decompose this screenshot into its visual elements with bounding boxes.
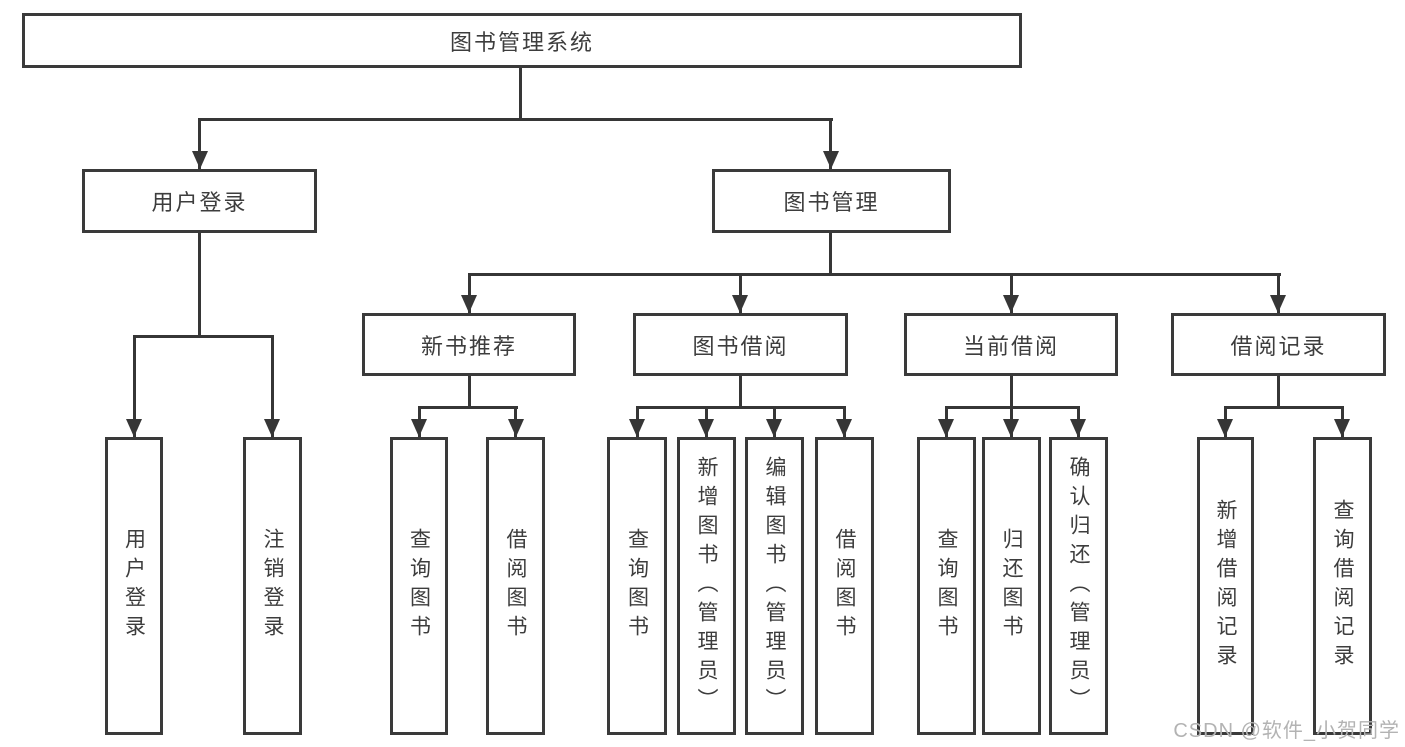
arrowhead-down <box>629 419 645 437</box>
leaf-current-confirm-return-admin: 确认归还（管理员） <box>1049 437 1108 735</box>
node-label: 用户登录 <box>122 528 146 644</box>
node-label: 用户登录 <box>151 190 248 215</box>
leaf-newbook-borrow-books: 借阅图书 <box>486 437 545 735</box>
node-label: 确认归还（管理员） <box>1067 455 1090 717</box>
node-label: 新增图书（管理员） <box>695 455 718 717</box>
csdn-watermark: CSDN @软件_小贺同学 <box>1173 720 1400 742</box>
connector-line <box>1224 406 1344 409</box>
leaf-newbook-query-books: 查询图书 <box>390 437 448 735</box>
node-borrow-record: 借阅记录 <box>1171 313 1386 376</box>
arrowhead-down <box>1217 419 1233 437</box>
arrowhead-down <box>1003 419 1019 437</box>
node-new-book-recommend: 新书推荐 <box>362 313 576 376</box>
node-label: 借阅图书 <box>504 528 527 644</box>
node-label: 注销登录 <box>261 528 284 644</box>
connector-line <box>271 335 274 437</box>
node-label: 编辑图书（管理员） <box>763 455 786 717</box>
leaf-record-add-borrow-record: 新增借阅记录 <box>1197 437 1254 735</box>
arrowhead-down <box>938 419 954 437</box>
connector-line <box>1277 376 1280 409</box>
connector-line <box>468 273 471 313</box>
arrowhead-down <box>411 419 427 437</box>
leaf-borrow-query-books: 查询图书 <box>607 437 667 735</box>
node-label: 当前借阅 <box>962 333 1059 359</box>
connector-line <box>133 335 274 338</box>
arrowhead-down <box>461 295 477 313</box>
node-label: 查询图书 <box>625 528 649 644</box>
connector-line <box>133 335 136 437</box>
node-book-borrow: 图书借阅 <box>633 313 848 376</box>
arrowhead-down <box>508 419 524 437</box>
node-label: 借阅记录 <box>1230 333 1327 359</box>
leaf-current-return-books: 归还图书 <box>982 437 1041 735</box>
arrowhead-down <box>1003 295 1019 313</box>
node-book-management: 图书管理 <box>712 169 951 233</box>
arrowhead-down <box>126 419 142 437</box>
leaf-record-query-borrow-record: 查询借阅记录 <box>1313 437 1372 735</box>
node-label: 图书管理系统 <box>449 29 594 55</box>
arrowhead-down <box>192 151 208 169</box>
connector-line <box>198 118 833 121</box>
node-label: 归还图书 <box>1000 528 1023 644</box>
leaf-logout: 注销登录 <box>243 437 302 735</box>
arrowhead-down <box>766 419 782 437</box>
node-label: 查询图书 <box>935 528 958 644</box>
connector-line <box>739 376 742 409</box>
connector-line <box>1277 273 1280 313</box>
node-label: 借阅图书 <box>833 528 856 644</box>
arrowhead-down <box>823 151 839 169</box>
connector-line <box>198 233 201 338</box>
connector-line <box>1010 273 1013 313</box>
connector-line <box>1010 376 1013 409</box>
connector-line <box>636 406 846 409</box>
node-label: 图书管理 <box>783 190 880 215</box>
arrowhead-down <box>264 419 280 437</box>
node-user-login: 用户登录 <box>82 169 317 233</box>
connector-line <box>519 68 522 121</box>
arrowhead-down <box>732 295 748 313</box>
leaf-borrow-add-books-admin: 新增图书（管理员） <box>677 437 736 735</box>
leaf-current-query-books: 查询图书 <box>917 437 976 735</box>
node-label: 查询图书 <box>407 528 431 644</box>
connector-line <box>829 233 832 276</box>
leaf-borrow-edit-books-admin: 编辑图书（管理员） <box>745 437 804 735</box>
connector-line <box>468 376 471 409</box>
arrowhead-down <box>836 419 852 437</box>
node-label: 新增借阅记录 <box>1214 499 1237 673</box>
connector-line <box>418 406 518 409</box>
node-label: 图书借阅 <box>692 333 789 359</box>
connector-line <box>829 118 832 169</box>
node-current-borrow: 当前借阅 <box>904 313 1118 376</box>
arrowhead-down <box>698 419 714 437</box>
arrowhead-down <box>1270 295 1286 313</box>
leaf-user-login: 用户登录 <box>105 437 163 735</box>
node-label: 查询借阅记录 <box>1331 499 1354 673</box>
node-library-management-system: 图书管理系统 <box>22 13 1022 68</box>
connector-line <box>739 273 742 313</box>
arrowhead-down <box>1334 419 1350 437</box>
leaf-borrow-borrow-books: 借阅图书 <box>815 437 874 735</box>
node-label: 新书推荐 <box>420 333 517 359</box>
connector-line <box>198 118 201 169</box>
arrowhead-down <box>1070 419 1086 437</box>
connector-line <box>468 273 1281 276</box>
